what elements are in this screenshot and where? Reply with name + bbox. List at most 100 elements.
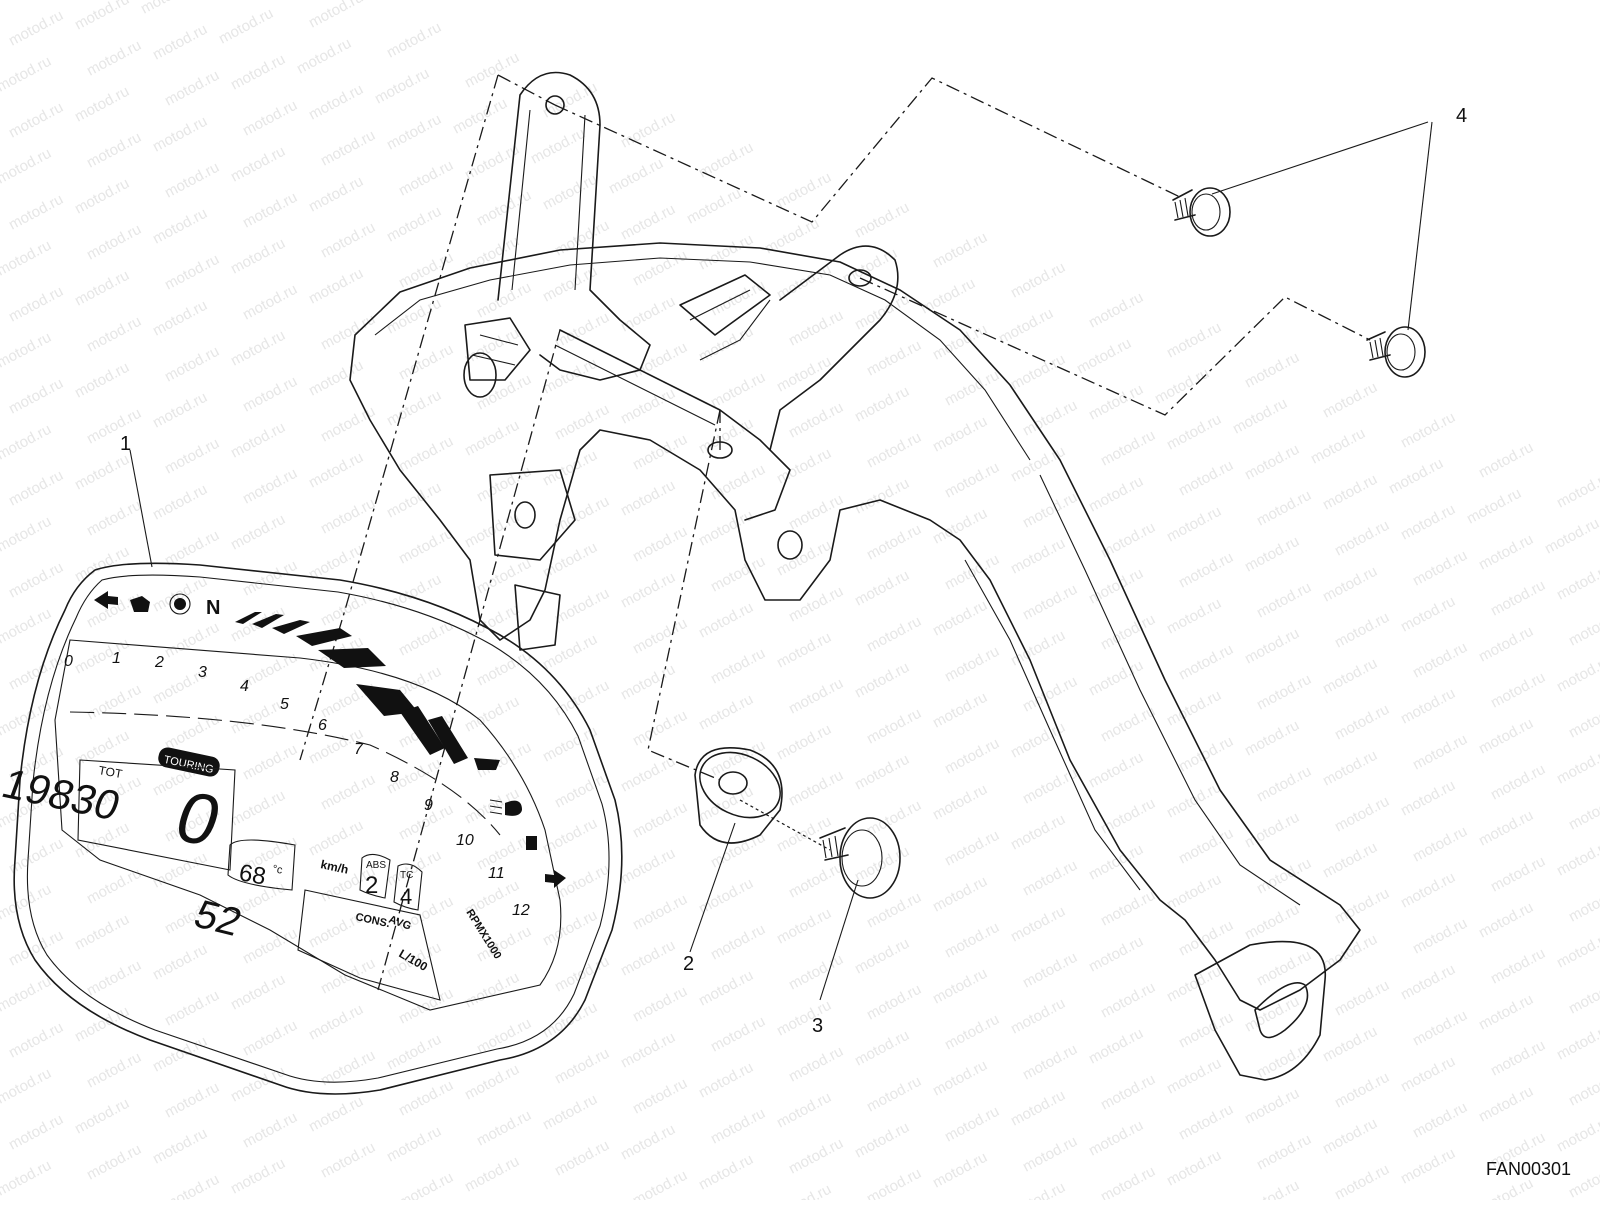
rpm-tick-label: 6 (318, 717, 327, 734)
watermark-text: motod.ru (1332, 977, 1392, 1020)
watermark-text: motod.ru (774, 1089, 834, 1132)
watermark-text: motod.ru (540, 999, 600, 1042)
watermark-text: motod.ru (618, 293, 678, 336)
watermark-text: motod.ru (474, 1015, 534, 1058)
watermark-text: motod.ru (1488, 853, 1548, 896)
watermark-text: motod.ru (318, 495, 378, 538)
watermark-text: motod.ru (786, 767, 846, 810)
watermark-text: motod.ru (6, 1111, 66, 1154)
watermark-text: motod.ru (6, 283, 66, 326)
watermark-text: motod.ru (372, 65, 432, 108)
watermark-text: motod.ru (1242, 1177, 1302, 1200)
watermark-text: motod.ru (162, 251, 222, 294)
high-beam-icon (489, 799, 522, 816)
watermark-text: motod.ru (1074, 335, 1134, 378)
watermark-text: motod.ru (708, 461, 768, 504)
watermark-text: motod.ru (1320, 747, 1380, 790)
watermark-text: motod.ru (1176, 1009, 1236, 1052)
temperature-unit: °c (271, 863, 283, 877)
watermark-text: motod.ru (228, 235, 288, 278)
watermark-text: motod.ru (1242, 533, 1302, 576)
watermark-text: motod.ru (774, 813, 834, 856)
watermark-text: motod.ru (240, 1109, 300, 1152)
watermark-text: motod.ru (630, 523, 690, 566)
watermark-text: motod.ru (1398, 1053, 1458, 1096)
watermark-text: motod.ru (150, 1125, 210, 1168)
watermark-text: motod.ru (942, 735, 1002, 778)
watermark-text: motod.ru (1176, 733, 1236, 776)
watermark-text: motod.ru (1566, 975, 1600, 1018)
watermark-text: motod.ru (240, 741, 300, 784)
watermark-text: motod.ru (852, 383, 912, 426)
watermark-text: motod.ru (942, 459, 1002, 502)
watermark-text: motod.ru (1320, 655, 1380, 698)
watermark-text: motod.ru (72, 83, 132, 126)
watermark-text: motod.ru (1242, 349, 1302, 392)
watermark-text: motod.ru (918, 275, 978, 318)
watermark-text: motod.ru (1164, 687, 1224, 730)
watermark-text: motod.ru (396, 525, 456, 568)
watermark-text: motod.ru (150, 21, 210, 64)
watermark-text: motod.ru (6, 191, 66, 234)
callout-2: 2 (683, 953, 694, 975)
watermark-text: motod.ru (1164, 1147, 1224, 1190)
watermark-text: motod.ru (630, 983, 690, 1026)
watermark-text: motod.ru (942, 643, 1002, 686)
watermark-text: motod.ru (540, 723, 600, 766)
watermark-text: motod.ru (306, 1001, 366, 1044)
watermark-text: motod.ru (240, 925, 300, 968)
watermark-text: motod.ru (1098, 795, 1158, 838)
watermark-text: motod.ru (1320, 1023, 1380, 1066)
watermark-text: motod.ru (930, 781, 990, 824)
watermark-text: motod.ru (1254, 1039, 1314, 1082)
watermark-text: motod.ru (864, 981, 924, 1024)
watermark-text: motod.ru (84, 681, 144, 724)
watermark-text: motod.ru (0, 513, 54, 556)
screw-4-upper (1172, 187, 1231, 237)
fuel-icon (526, 836, 537, 850)
watermark-text: motod.ru (1320, 563, 1380, 606)
watermark-text: motod.ru (384, 111, 444, 154)
watermark-text: motod.ru (1020, 1133, 1080, 1176)
watermark-text: motod.ru (696, 875, 756, 918)
watermark-text: motod.ru (462, 693, 522, 736)
watermark-text: motod.ru (1020, 397, 1080, 440)
watermark-text: motod.ru (552, 217, 612, 260)
watermark-text: motod.ru (864, 705, 924, 748)
watermark-text: motod.ru (1176, 641, 1236, 684)
watermark-text: motod.ru (0, 881, 54, 924)
watermark-text: motod.ru (1254, 855, 1314, 898)
watermark-text: motod.ru (318, 771, 378, 814)
rpm-tick-label: 2 (154, 654, 164, 671)
watermark-text: motod.ru (1164, 1055, 1224, 1098)
watermark-text: motod.ru (1164, 779, 1224, 822)
watermark-text: motod.ru (84, 865, 144, 908)
watermark-text: motod.ru (1086, 473, 1146, 516)
watermark-text: motod.ru (6, 467, 66, 510)
watermark-text: motod.ru (1410, 547, 1470, 590)
watermark-text: motod.ru (774, 1181, 834, 1200)
watermark-text: motod.ru (72, 1003, 132, 1046)
watermark-text: motod.ru (0, 53, 54, 96)
watermark-text: motod.ru (1242, 441, 1302, 484)
watermark-text: motod.ru (1488, 669, 1548, 712)
watermark-text: motod.ru (84, 37, 144, 80)
watermark-text: motod.ru (1242, 625, 1302, 668)
watermark-text: motod.ru (1566, 883, 1600, 926)
watermark-text: motod.ru (84, 497, 144, 540)
watermark-text: motod.ru (1386, 455, 1446, 498)
watermark-text: motod.ru (552, 1137, 612, 1180)
watermark-text: motod.ru (786, 399, 846, 442)
watermark-text: motod.ru (306, 265, 366, 308)
watermark-text: motod.ru (84, 1049, 144, 1092)
watermark-text: motod.ru (864, 1165, 924, 1200)
watermark-text: motod.ru (618, 201, 678, 244)
watermark-text: motod.ru (786, 951, 846, 994)
watermark-text: motod.ru (1566, 699, 1600, 742)
watermark-text: motod.ru (1020, 949, 1080, 992)
watermark-text: motod.ru (162, 619, 222, 662)
oil-pressure-icon (474, 758, 500, 770)
watermark-text: motod.ru (1476, 531, 1536, 574)
watermark-text: motod.ru (384, 19, 444, 62)
